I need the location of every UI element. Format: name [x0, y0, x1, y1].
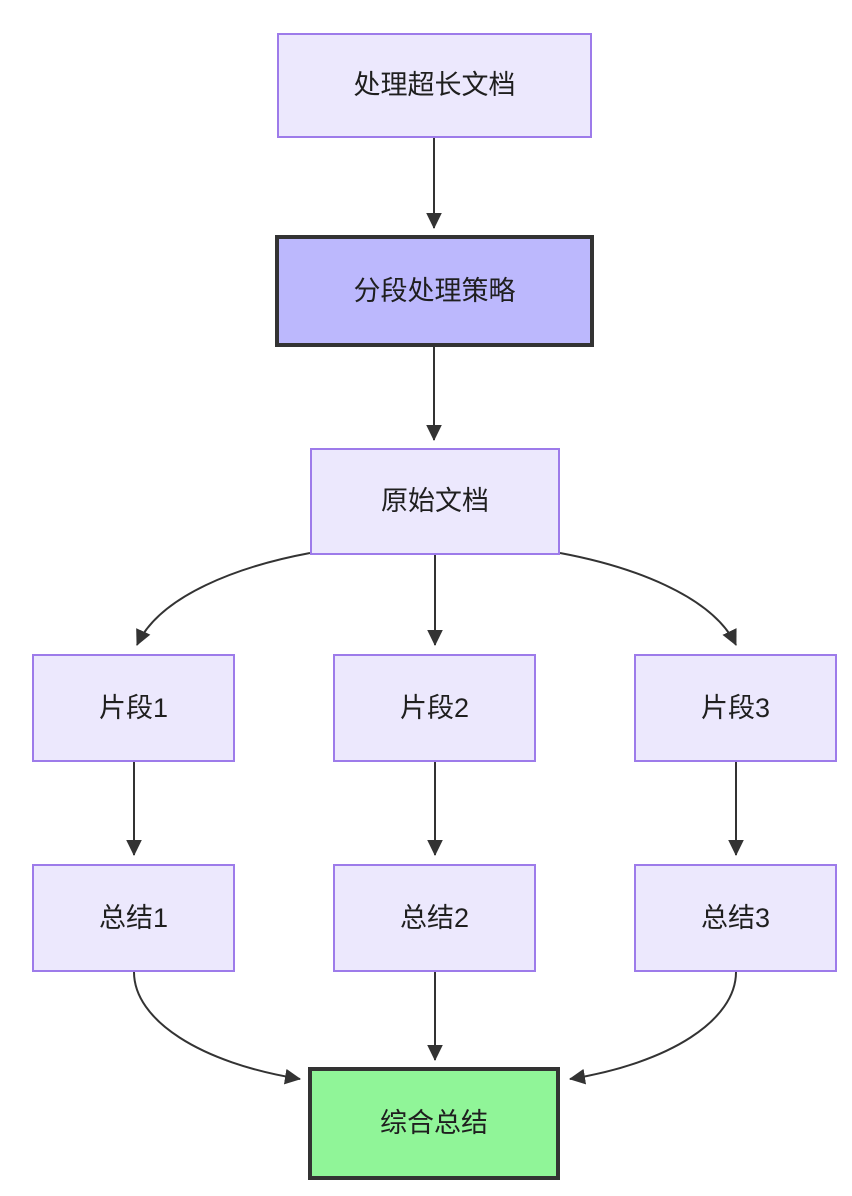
node-summary-3[interactable]: 总结3 [634, 864, 837, 972]
node-final-label: 综合总结 [380, 1108, 488, 1139]
node-summary-1-label: 总结1 [98, 902, 169, 933]
node-doc-input[interactable]: 处理超长文档 [277, 33, 592, 138]
node-doc-input-label: 处理超长文档 [353, 70, 516, 101]
node-raw-doc[interactable]: 原始文档 [310, 448, 560, 555]
node-chunk-1-label: 片段1 [98, 692, 169, 723]
node-chunk-1[interactable]: 片段1 [32, 654, 235, 762]
node-summary-1[interactable]: 总结1 [32, 864, 235, 972]
node-chunk-3-label: 片段3 [700, 692, 771, 723]
edge-summary-3-to-final [569, 971, 737, 1085]
node-strategy[interactable]: 分段处理策略 [275, 235, 594, 347]
node-chunk-2[interactable]: 片段2 [333, 654, 536, 762]
node-raw-doc-label: 原始文档 [381, 486, 489, 517]
edge-raw-doc-to-chunk-1 [136, 552, 311, 646]
node-chunk-2-label: 片段2 [399, 692, 470, 723]
node-chunk-3[interactable]: 片段3 [634, 654, 837, 762]
node-strategy-label: 分段处理策略 [353, 275, 516, 306]
edge-raw-doc-to-chunk-3 [559, 552, 737, 646]
node-summary-2[interactable]: 总结2 [333, 864, 536, 972]
node-summary-2-label: 总结2 [399, 902, 470, 933]
node-final[interactable]: 综合总结 [308, 1067, 560, 1180]
node-summary-3-label: 总结3 [700, 902, 771, 933]
edge-summary-1-to-final [133, 971, 301, 1085]
